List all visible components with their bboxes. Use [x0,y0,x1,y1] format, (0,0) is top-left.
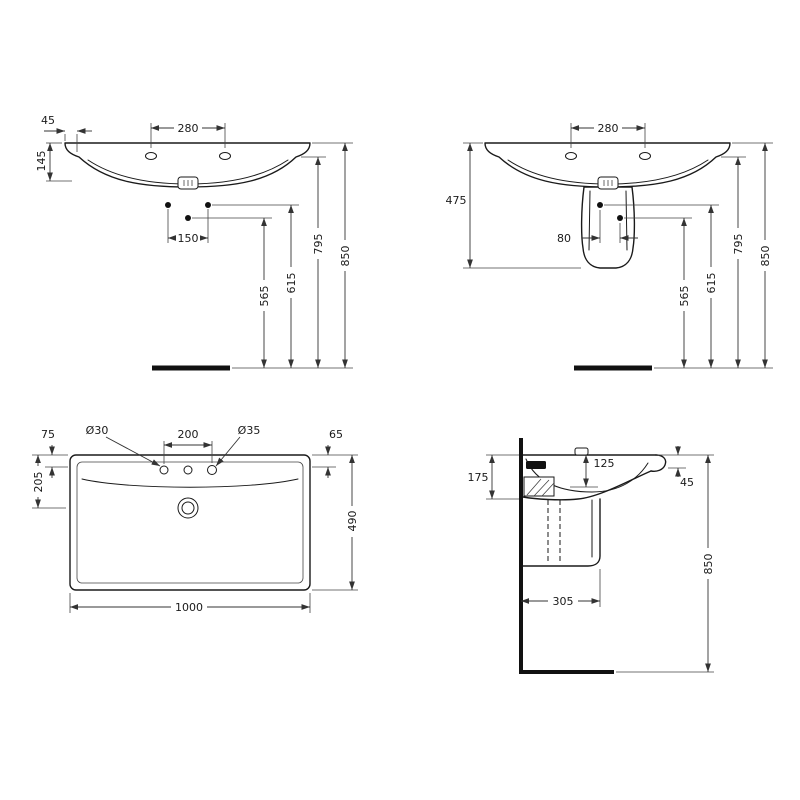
dim-label: 80 [557,232,571,245]
pedestal-outline [580,186,636,269]
dim-label: 45 [41,114,55,127]
dim-label: 305 [553,595,574,608]
dim-label: 565 [678,286,691,307]
dim-label: 125 [594,457,615,470]
dim-label: 145 [35,151,48,172]
dim-label: 565 [258,286,271,307]
dim-label: 850 [759,246,772,267]
fixing-hole-dot [597,202,603,208]
dim-label: 175 [468,471,489,484]
dim-fixing-centres-150: 150 [167,209,209,245]
dim-label: 65 [329,428,343,441]
fixing-hole-dot [165,202,171,208]
dim-height-850: 850 [658,454,715,672]
dim-depth-490: 490 [312,455,359,591]
ledge-curve [81,478,299,488]
dim-height-795: 795 [721,156,746,368]
dim-front-height-145: 145 [35,142,72,182]
dim-ledge-45: 45 [41,114,92,152]
waste-hole-dot [185,215,191,221]
basin-plan-outline [69,454,311,591]
tap-hole-plan [183,465,193,475]
dim-label: 1000 [175,601,203,614]
dim-label: Ø35 [238,424,261,437]
dim-rear-depth-175: 175 [468,454,519,500]
basin-underside [522,470,652,501]
dim-label: 615 [705,273,718,294]
dim-label: 280 [178,122,199,135]
dim-left-hole-dia: Ø30 [86,424,161,467]
dim-tap-centres-280: 280 [150,121,226,148]
tap-hole-section [574,447,589,456]
dim-label: 205 [32,472,45,493]
dim-height-565: 565 [624,217,692,368]
tap-hole-left [145,152,157,160]
dim-hole-centres-200: 200 [163,428,213,464]
tap-hole-right [639,152,651,160]
tap-hole-left [565,152,577,160]
dim-height-795: 795 [301,156,326,368]
dim-front-depth-125: 125 [570,455,615,488]
dim-label: 45 [680,476,694,489]
dim-label: 850 [702,554,715,575]
dim-width-1000: 1000 [69,593,311,614]
dim-back-to-hole-65: 65 [312,428,358,478]
basin-plan-inner [76,461,304,584]
dim-right-hole-dia: Ø35 [215,424,261,467]
dim-label: 490 [346,511,359,532]
waste-inner-circle [181,501,195,515]
dim-label: 615 [285,273,298,294]
fixing-hole-dot [205,202,211,208]
basin-front-lip [650,454,667,472]
dim-fixing-centres-80: 80 [557,210,638,245]
dim-height-850: 850 [312,142,353,368]
dim-label: 795 [732,234,745,255]
dim-height-615: 615 [604,204,719,368]
dim-wall-to-front-305: 305 [521,569,601,608]
dim-pedestal-475: 475 [446,142,581,269]
dim-label: 75 [41,428,55,441]
dim-height-850: 850 [732,142,773,368]
dim-label: 850 [339,246,352,267]
dim-lip-45: 45 [668,446,694,489]
dim-label: 475 [446,194,467,207]
dim-label: 795 [312,234,325,255]
view-front-wall-hung: 45 145 280 150 565 [35,114,353,371]
dim-label: 280 [598,122,619,135]
dim-label: 150 [178,232,199,245]
tap-hole-plan [207,465,217,475]
wall-bracket [526,461,546,469]
view-plan: 75 Ø30 200 Ø35 65 [31,424,359,614]
view-front-semi-pedestal: 280 475 80 565 615 [446,121,773,371]
fixing-hole-dot [617,215,623,221]
tap-hole-plan [159,465,169,475]
tap-hole-right [219,152,231,160]
dim-tap-centres-280: 280 [570,121,646,148]
dim-label: 200 [178,428,199,441]
bowl-inner-section [525,458,649,493]
dim-label: Ø30 [86,424,109,437]
pedestal-section [522,498,601,567]
dim-height-565: 565 [192,217,272,368]
dim-back-to-waste-205: 205 [31,455,66,509]
dim-height-615: 615 [212,204,299,368]
view-side-section: 175 125 45 850 305 [468,438,715,674]
